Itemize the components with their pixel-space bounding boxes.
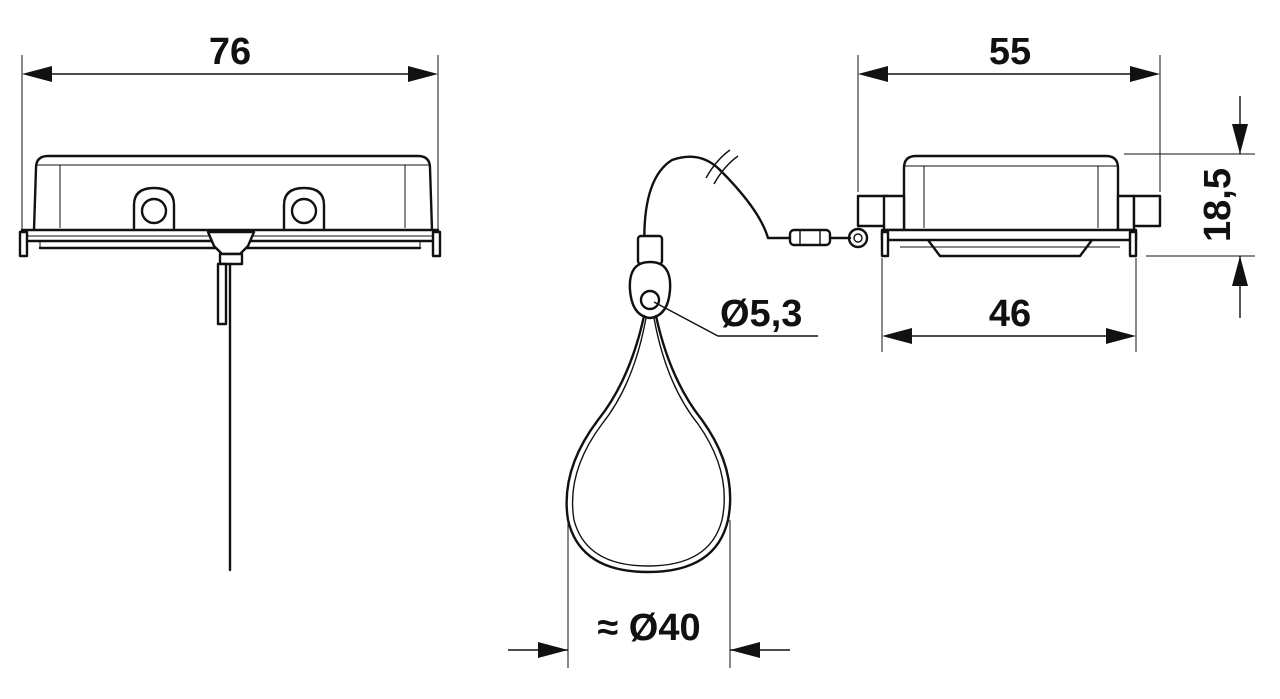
dim-label-loop-diameter: ≈ Ø40 — [597, 607, 700, 649]
dim-label-overall-length: 76 — [209, 31, 251, 73]
dim-label-eyelet-diameter: Ø5,3 — [720, 293, 802, 335]
dim-label-cap-length: 55 — [989, 31, 1031, 73]
dim-label-base-length: 46 — [989, 293, 1031, 335]
dim-label-cap-height: 18,5 — [1197, 168, 1239, 242]
side-view-cap — [856, 55, 1255, 352]
cord-and-loop — [508, 149, 869, 668]
front-view-cap — [18, 55, 442, 572]
